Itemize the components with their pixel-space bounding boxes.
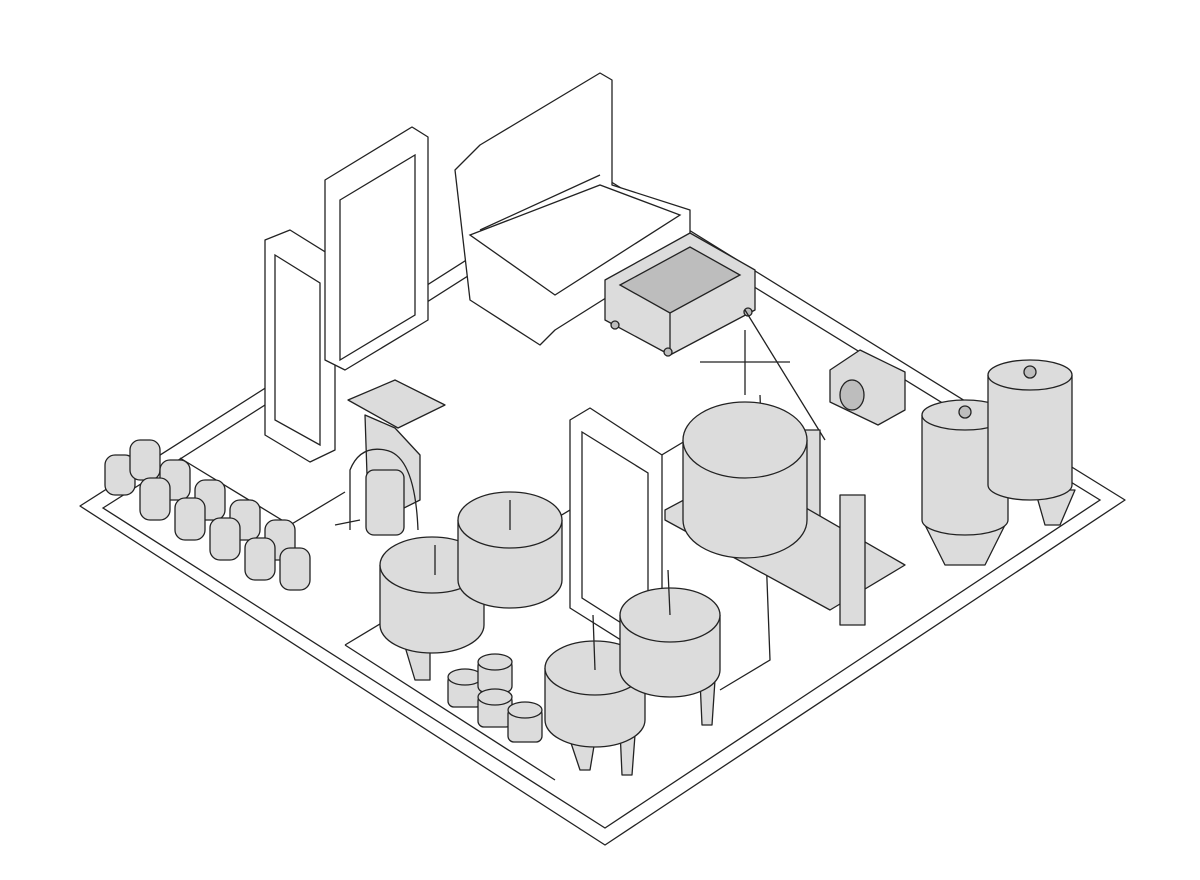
conical-tank-2 [987,359,1076,526]
seating-rows [104,439,311,591]
heater-unit [829,349,906,426]
kegs [447,653,543,743]
brew-kettle [664,401,906,626]
door-frame-middle [324,126,429,371]
grain-mill [334,379,446,536]
fermenter-4 [619,569,721,726]
fermenter-2 [457,491,563,609]
door-frame-left [264,229,336,463]
transport-crate [604,232,756,357]
conical-tank-1 [921,399,1009,566]
